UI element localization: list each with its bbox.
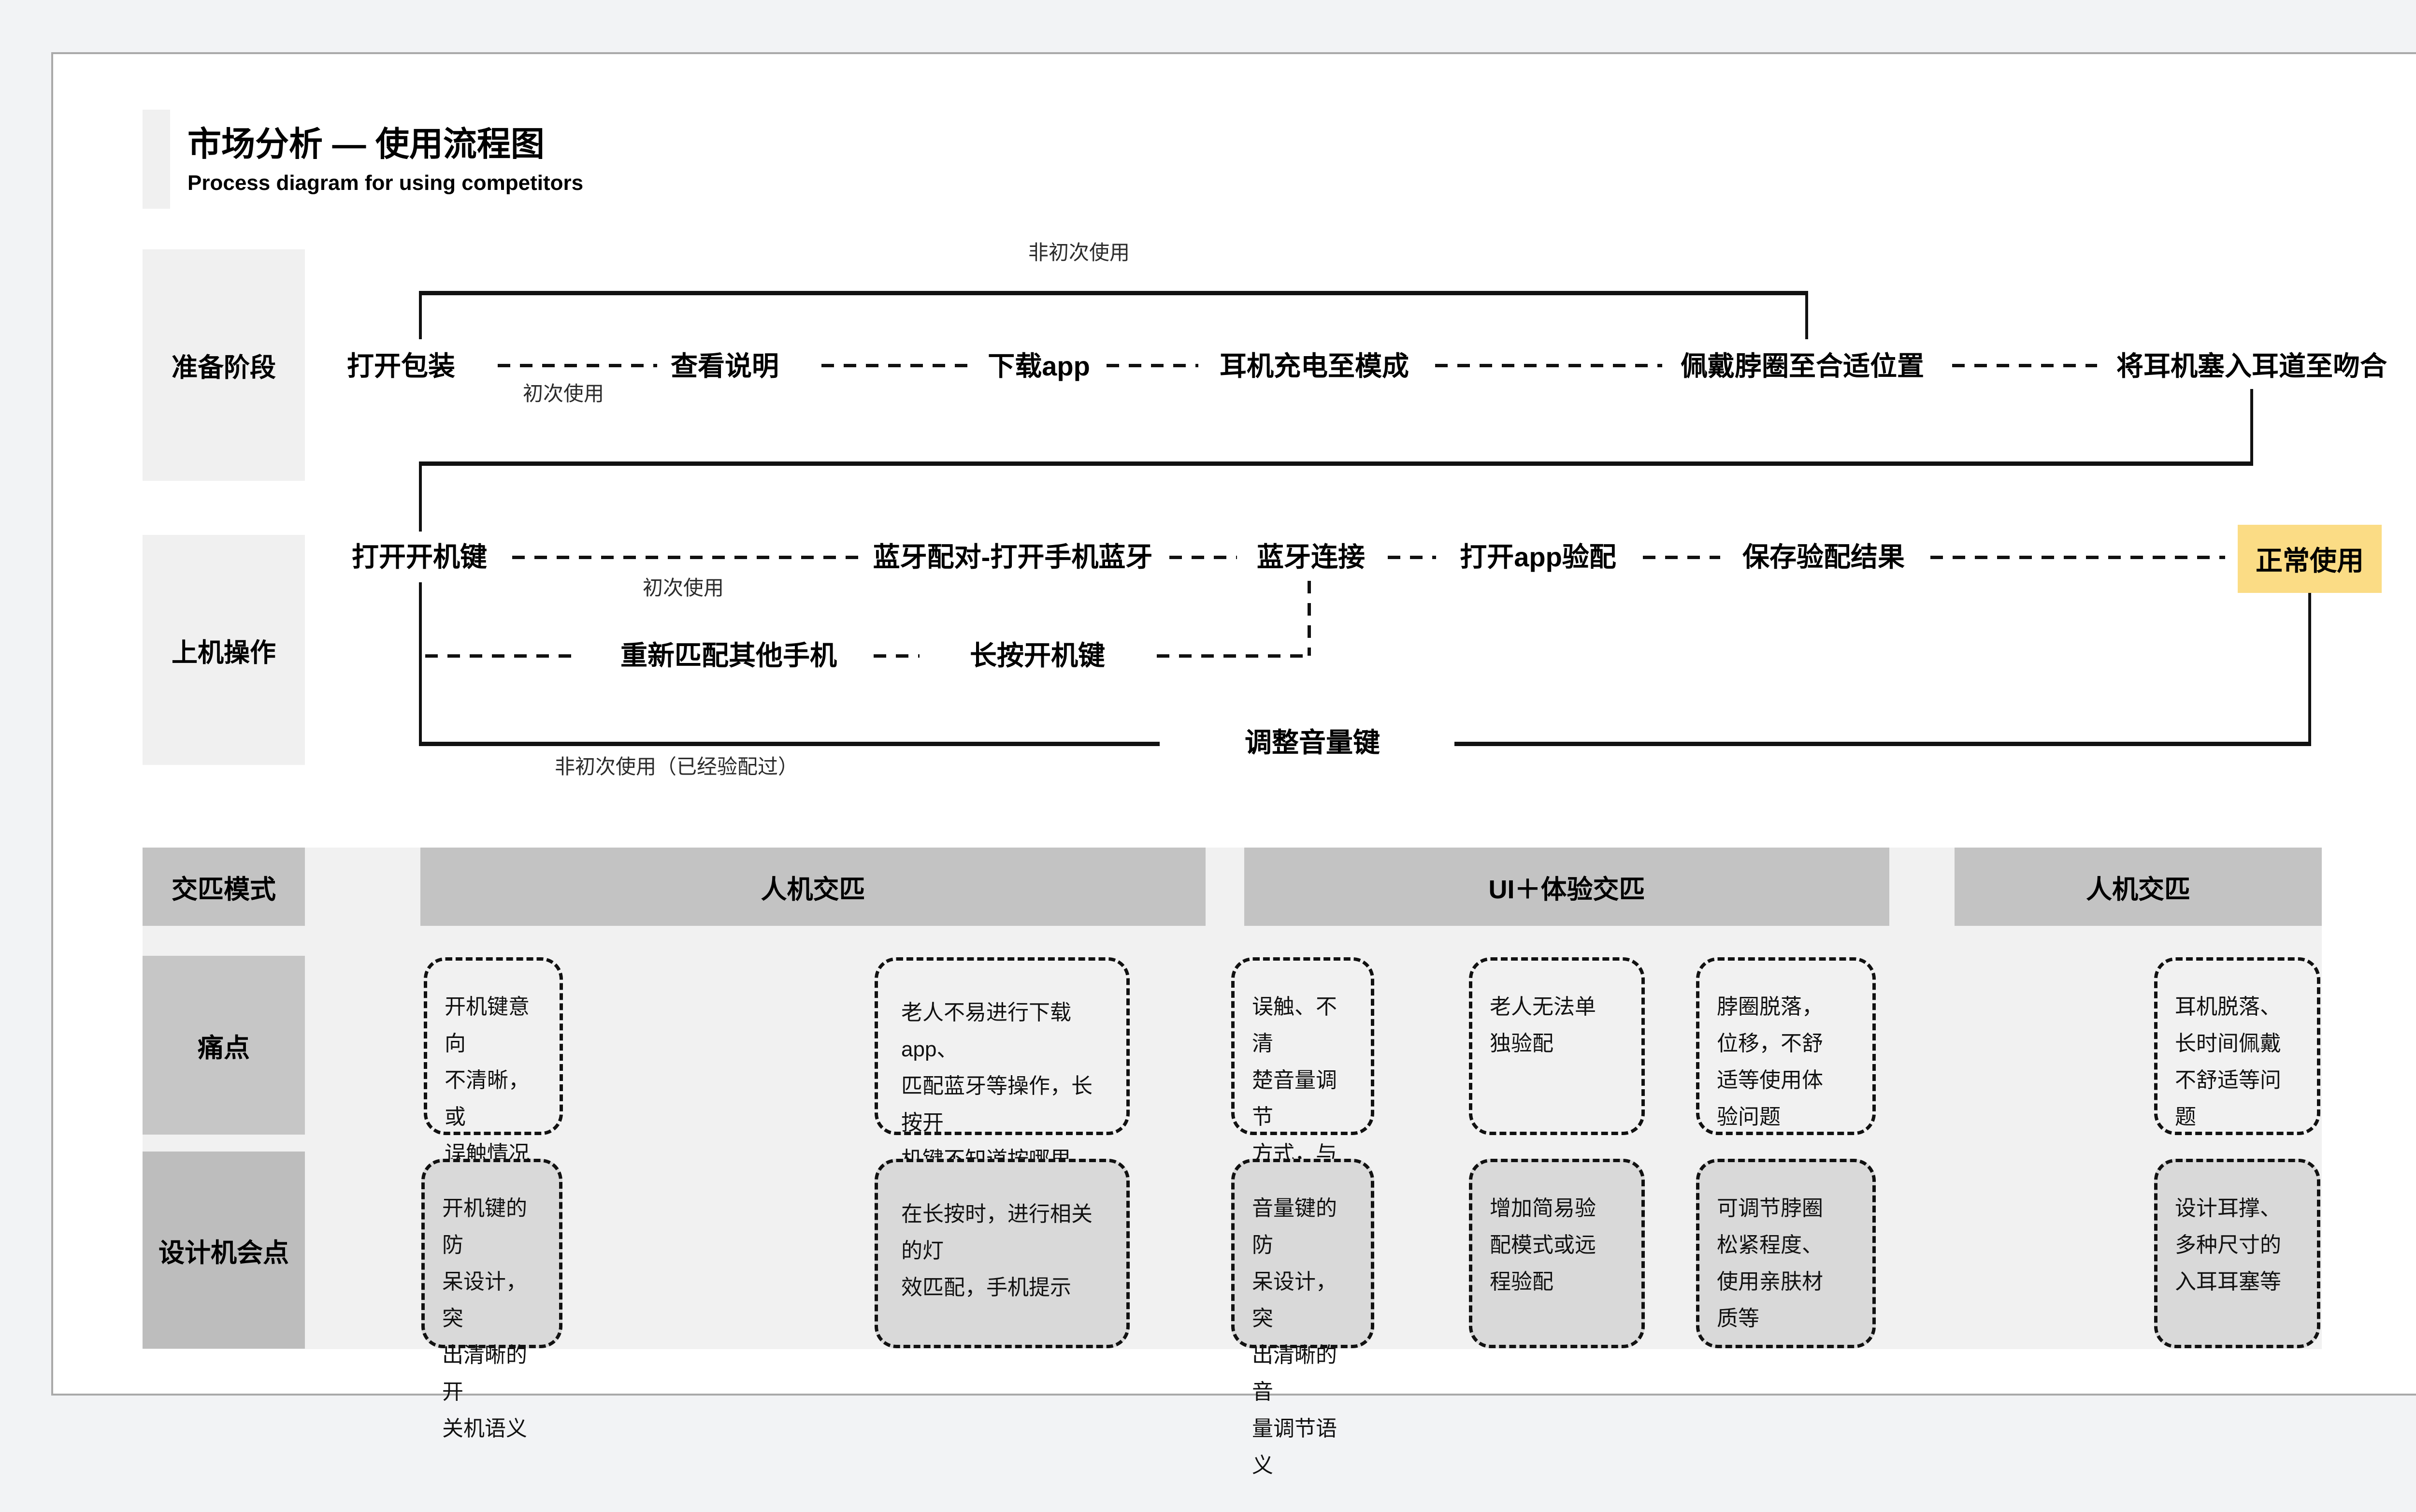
dashed-connector <box>425 654 575 658</box>
pain-point-box: 耳机脱落、 长时间佩戴 不舒适等问 题 <box>2154 957 2320 1135</box>
page-title: 市场分析 — 使用流程图 <box>187 125 545 163</box>
opportunity-text: 音量键的防 呆设计，突 出清晰的音 量调节语义 <box>1252 1196 1337 1477</box>
opportunity-text: 可调节脖圈 松紧程度、 使用亲肤材 质等 <box>1717 1196 1823 1330</box>
dashed-connector <box>1169 556 1237 559</box>
operate-node-app-fitting: 打开app验配 <box>1460 542 1616 572</box>
matrix-header-3: 人机交匹 <box>1955 848 2322 926</box>
connector-normal-use-down <box>2308 593 2311 746</box>
annotation-non-first-use-paired: 非初次使用（已经验配过） <box>555 755 799 778</box>
dashed-connector <box>1435 364 1662 367</box>
pain-point-box: 老人不易进行下载app、 匹配蓝牙等操作，长按开 机键不知道按哪里、按多 久 <box>875 957 1130 1245</box>
connector-row2-entry <box>419 461 422 532</box>
annotation-first-use-operate: 初次使用 <box>643 576 724 599</box>
pain-point-box: 老人无法单 独验配 <box>1469 957 1645 1135</box>
sub-node-repair-other-phone: 重新匹配其他手机 <box>620 640 837 671</box>
operate-node-save-result: 保存验配结果 <box>1742 542 1905 572</box>
operate-node-bt-pairing: 蓝牙配对-打开手机蓝牙 <box>873 542 1153 572</box>
pain-point-text: 老人无法单 独验配 <box>1490 995 1596 1055</box>
pain-point-text: 耳机脱落、 长时间佩戴 不舒适等问 题 <box>2175 995 2281 1129</box>
matrix-header-2: UI＋体验交匹 <box>1244 848 1889 926</box>
opportunity-text: 增加简易验 配模式或远 程验配 <box>1490 1196 1596 1294</box>
opportunity-box: 增加简易验 配模式或远 程验配 <box>1469 1159 1645 1348</box>
annotation-non-first-use: 非初次使用 <box>1028 241 1130 264</box>
opportunity-box: 音量键的防 呆设计，突 出清晰的音 量调节语义 <box>1231 1159 1374 1477</box>
dashed-connector <box>1930 556 2225 559</box>
title-accent-bar <box>143 110 170 209</box>
pain-point-box: 脖圈脱落， 位移，不舒 适等使用体 验问题 <box>1696 957 1876 1135</box>
pain-point-box: 开机键意向 不清晰，或 误触情况发 生 <box>424 957 563 1239</box>
prep-node-open-package: 打开包装 <box>347 351 455 381</box>
opportunity-box: 在长按时，进行相关的灯 效匹配，手机提示 <box>875 1159 1130 1348</box>
dashed-connector <box>1388 556 1436 559</box>
matrix-header-1: 人机交匹 <box>420 848 1206 926</box>
connector-bypass-right <box>1805 291 1808 339</box>
connector-bypass-top <box>419 291 1808 295</box>
opportunity-box: 开机键的防 呆设计，突 出清晰的开 关机语义 <box>421 1159 562 1440</box>
connector-row1-row2 <box>419 461 2253 466</box>
prep-node-insert-earbud: 将耳机塞入耳道至吻合 <box>2116 351 2387 381</box>
sub-node-long-press-power: 长按开机键 <box>970 640 1105 671</box>
prep-node-wear-neckband: 佩戴脖圈至合适位置 <box>1681 351 1924 381</box>
dashed-connector <box>821 364 971 367</box>
page-subtitle: Process diagram for using competitors <box>187 171 584 195</box>
stage-box-operate: 上机操作 <box>143 535 305 765</box>
dashed-connector <box>498 364 657 367</box>
dashed-connector-vertical <box>1308 581 1311 656</box>
matrix-mode-label: 交匹模式 <box>143 848 305 926</box>
matrix-pain-label: 痛点 <box>143 956 305 1135</box>
matrix-opportunity-label: 设计机会点 <box>143 1152 305 1349</box>
operate-node-bt-connect: 蓝牙连接 <box>1257 542 1365 572</box>
pain-point-box: 误触、不清 楚音量调节 方式，与开 机键混用 <box>1231 957 1374 1239</box>
connector-bypass-left <box>419 291 422 339</box>
connector-loop-left <box>419 582 422 746</box>
opportunity-text: 在长按时，进行相关的灯 效匹配，手机提示 <box>901 1202 1093 1299</box>
opportunity-text: 开机键的防 呆设计，突 出清晰的开 关机语义 <box>442 1196 527 1440</box>
prep-node-download-app: 下载app <box>988 351 1090 381</box>
pain-point-text: 脖圈脱落， 位移，不舒 适等使用体 验问题 <box>1717 995 1823 1129</box>
opportunity-box: 可调节脖圈 松紧程度、 使用亲肤材 质等 <box>1696 1159 1876 1348</box>
dashed-connector <box>512 556 860 559</box>
dashed-connector <box>1157 654 1308 658</box>
page-background: { "page": { "title": "市场分析 — 使用流程图", "su… <box>51 52 2416 1477</box>
annotation-first-use-prep: 初次使用 <box>523 382 604 405</box>
opportunity-box: 设计耳撑、 多种尺寸的 入耳耳塞等 <box>2154 1159 2320 1348</box>
connector-row1-down <box>2250 389 2253 464</box>
connector-loop-left-horizontal <box>419 742 1160 746</box>
operate-node-normal-use: 正常使用 <box>2238 525 2382 593</box>
connector-loop-right-horizontal <box>1454 742 2311 746</box>
prep-node-read-manual: 查看说明 <box>671 351 779 381</box>
dashed-connector <box>1952 364 2097 367</box>
dashed-connector <box>1643 556 1720 559</box>
prep-node-charge: 耳机充电至模成 <box>1220 351 1409 381</box>
volume-node: 调整音量键 <box>1245 727 1380 758</box>
dashed-connector <box>874 654 920 658</box>
stage-box-prep: 准备阶段 <box>143 249 305 481</box>
operate-node-power-on: 打开开机键 <box>352 542 487 572</box>
opportunity-text: 设计耳撑、 多种尺寸的 入耳耳塞等 <box>2175 1196 2281 1294</box>
dashed-connector <box>1107 364 1198 367</box>
